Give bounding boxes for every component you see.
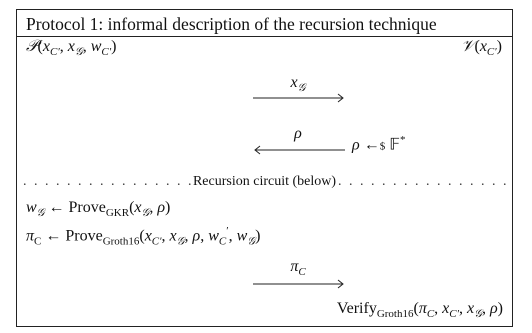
step-prove-gkr: w𝒢 ← ProveGKR(x𝒢, ρ)	[26, 199, 171, 220]
title-rule	[17, 36, 512, 37]
protocol-box: Protocol 1: informal description of the …	[16, 9, 513, 327]
protocol-title: Protocol 1: informal description of the …	[26, 14, 437, 34]
recursion-separator: . . . . . . . . . . . . . . . . . . . . …	[23, 174, 506, 189]
step-prove-groth16: πC ← ProveGroth16(xC′, x𝒢, ρ, wC′, w𝒢)	[26, 225, 261, 248]
arrow-right-icon	[253, 93, 344, 103]
prover-header: 𝒫(xC′, x𝒢, wC′)	[26, 38, 117, 59]
arrow-right-icon	[253, 279, 344, 289]
message-rho: ρ	[294, 125, 302, 142]
verifier-header: 𝒱(xC′)	[461, 38, 502, 59]
challenge-sample: ρ ←$ 𝔽*	[352, 134, 406, 154]
step-verify-groth16: VerifyGroth16(πC, xC′, x𝒢, ρ)	[336, 300, 503, 321]
arrow-left-icon	[254, 145, 345, 155]
message-xg: x𝒢	[290, 74, 306, 95]
separator-label: Recursion circuit (below)	[192, 174, 337, 189]
message-pi: πC	[290, 258, 306, 279]
